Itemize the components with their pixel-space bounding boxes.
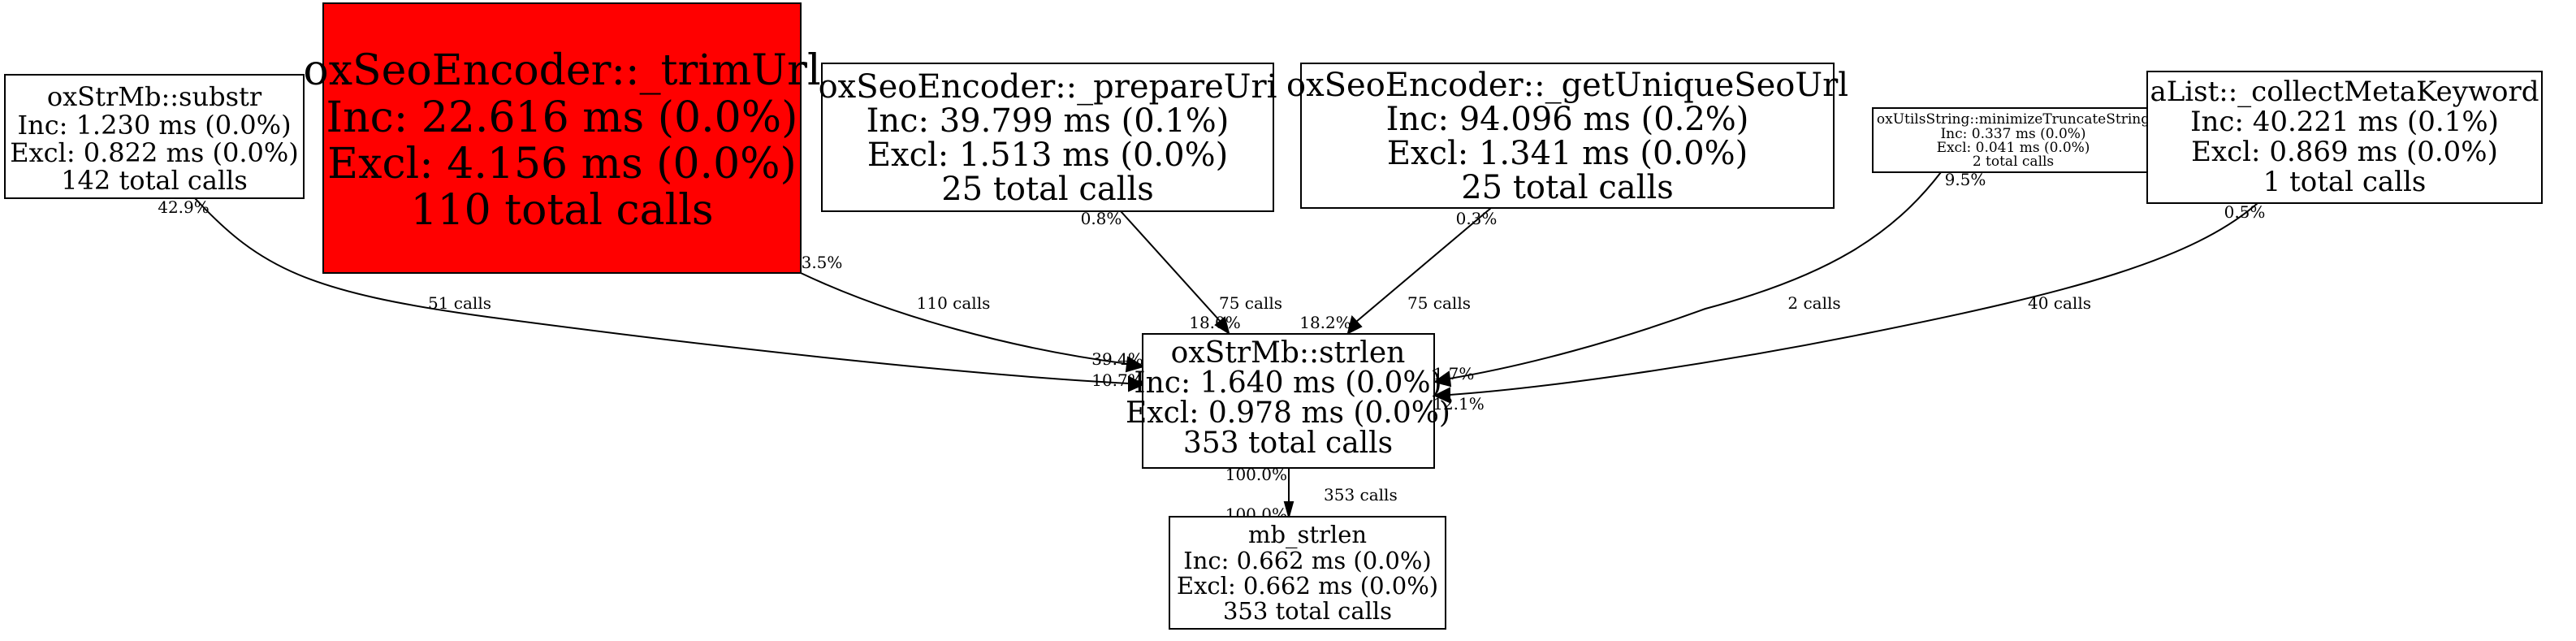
node-inc: Inc: 22.616 ms (0.0%) [326,93,798,142]
node-inc: Inc: 1.640 ms (0.0%) [1134,366,1441,400]
node-inc: Inc: 40.221 ms (0.1%) [2190,106,2499,138]
node-excl: Excl: 4.156 ms (0.0%) [327,140,797,188]
node-name: aList::_collectMetaKeyword [2150,76,2539,108]
node-inc: Inc: 1.230 ms (0.0%) [17,110,291,141]
edge-collectmetakeyword-strlen: 40 calls 0.5% 12.1% [1433,202,2265,414]
node-excl: Excl: 0.662 ms (0.0%) [1177,572,1438,600]
node-calls: 25 total calls [941,171,1154,208]
edge-label: 75 calls [1407,293,1471,313]
edge-head-label: 18.0% [1189,313,1241,332]
edge-label: 110 calls [917,293,991,313]
edge-getuniqueseourl-strlen: 75 calls 0.3% 18.2% [1299,207,1498,335]
node-name: mb_strlen [1248,521,1367,549]
node-mb-strlen[interactable]: mb_strlen Inc: 0.662 ms (0.0%) Excl: 0.6… [1169,516,1446,630]
node-prepareuri[interactable]: oxSeoEncoder::_prepareUri Inc: 39.799 ms… [819,63,1277,212]
node-name: oxSeoEncoder::_trimUrl [303,46,820,95]
node-inc: Inc: 94.096 ms (0.2%) [1386,101,1749,138]
edge-label: 2 calls [1787,293,1840,313]
edge-label: 75 calls [1219,293,1282,313]
node-inc: Inc: 0.337 ms (0.0%) [1940,126,2085,142]
node-excl: Excl: 1.513 ms (0.0%) [867,136,1228,174]
node-name: oxStrMb::substr [47,81,262,112]
node-calls: 25 total calls [1461,169,1674,206]
node-calls: 353 total calls [1183,427,1393,460]
edge-head-label: 1.7% [1433,364,1475,383]
edge-substr-strlen: 51 calls 42.9% 10.7% [158,197,1146,392]
node-calls: 142 total calls [61,165,248,196]
node-name: oxSeoEncoder::_getUniqueSeoUrl [1286,67,1848,104]
node-trimurl[interactable]: oxSeoEncoder::_trimUrl Inc: 22.616 ms (0… [303,2,821,274]
edge-tail-label: 42.9% [158,197,210,217]
edge-head-label: 39.4% [1091,349,1143,369]
edge-head-label: 10.7% [1091,370,1143,390]
node-calls: 110 total calls [410,186,713,235]
node-oxstrmb-strlen[interactable]: oxStrMb::strlen Inc: 1.640 ms (0.0%) Exc… [1126,333,1450,469]
edge-tail-label: 0.5% [2224,202,2266,222]
node-excl: Excl: 1.341 ms (0.0%) [1387,135,1748,172]
node-excl: Excl: 0.041 ms (0.0%) [1937,140,2090,156]
node-oxstrmb-substr[interactable]: oxStrMb::substr Inc: 1.230 ms (0.0%) Exc… [4,74,305,199]
edge-label: 353 calls [1324,485,1398,505]
node-collectmetakeyword[interactable]: aList::_collectMetaKeyword Inc: 40.221 m… [2146,71,2543,204]
node-minimizetruncatestring[interactable]: oxUtilsString::minimizeTruncateString In… [1872,107,2155,173]
node-calls: 2 total calls [1973,154,2054,170]
node-name: oxStrMb::strlen [1171,336,1406,370]
edge-tail-label: 0.3% [1456,209,1498,228]
node-excl: Excl: 0.822 ms (0.0%) [10,137,299,168]
node-calls: 353 total calls [1223,597,1392,625]
node-calls: 1 total calls [2263,166,2427,198]
edge-tail-label: 3.5% [802,253,843,272]
node-excl: Excl: 0.978 ms (0.0%) [1126,396,1450,430]
edge-label: 40 calls [2028,293,2091,313]
node-excl: Excl: 0.869 ms (0.0%) [2191,136,2498,168]
edge-head-label: 12.1% [1433,394,1485,414]
node-inc: Inc: 0.662 ms (0.0%) [1183,547,1432,574]
edge-label: 51 calls [428,293,491,313]
node-name: oxSeoEncoder::_prepareUri [819,68,1277,106]
edge-strlen-mbstrlen: 353 calls 100.0% 100.0% [1225,465,1398,524]
edge-prepareuri-strlen: 75 calls 0.8% 18.0% [1081,209,1282,336]
edge-head-label: 18.2% [1299,313,1351,332]
node-getuniqueseourl[interactable]: oxSeoEncoder::_getUniqueSeoUrl Inc: 94.0… [1286,63,1848,209]
node-name: oxUtilsString::minimizeTruncateString [1877,111,2150,128]
node-inc: Inc: 39.799 ms (0.1%) [867,102,1230,140]
edge-trimurl-strlen: 110 calls 3.5% 39.4% [800,253,1146,373]
